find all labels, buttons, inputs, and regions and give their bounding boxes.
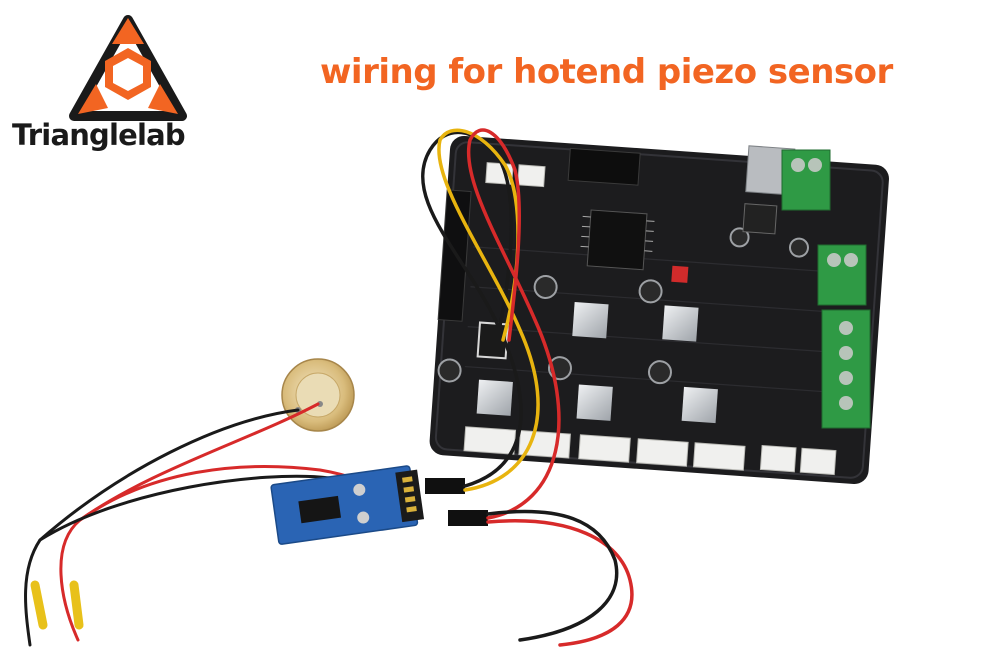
reset-button [671, 265, 689, 283]
mks-base-board [429, 135, 889, 484]
piezo-disc [281, 358, 355, 432]
brand-name: Trianglelab [12, 118, 186, 152]
terminal-blocks [781, 149, 871, 429]
motor-connectors [463, 426, 837, 476]
trianglelab-logo [69, 15, 187, 121]
dupont-connector [425, 478, 465, 494]
top-header [567, 147, 641, 186]
inductor [742, 203, 778, 235]
mcu-chip [586, 209, 648, 271]
page-title: wiring for hotend piezo sensor [320, 52, 893, 92]
sensor-pin-header [395, 469, 425, 523]
dupont-connector [448, 510, 488, 526]
piezo-sensor-board [270, 465, 425, 545]
capacitors [437, 227, 809, 385]
logo-triangle-icon [69, 15, 187, 121]
board-wires [421, 128, 634, 647]
stepper-heatsinks [476, 302, 718, 424]
